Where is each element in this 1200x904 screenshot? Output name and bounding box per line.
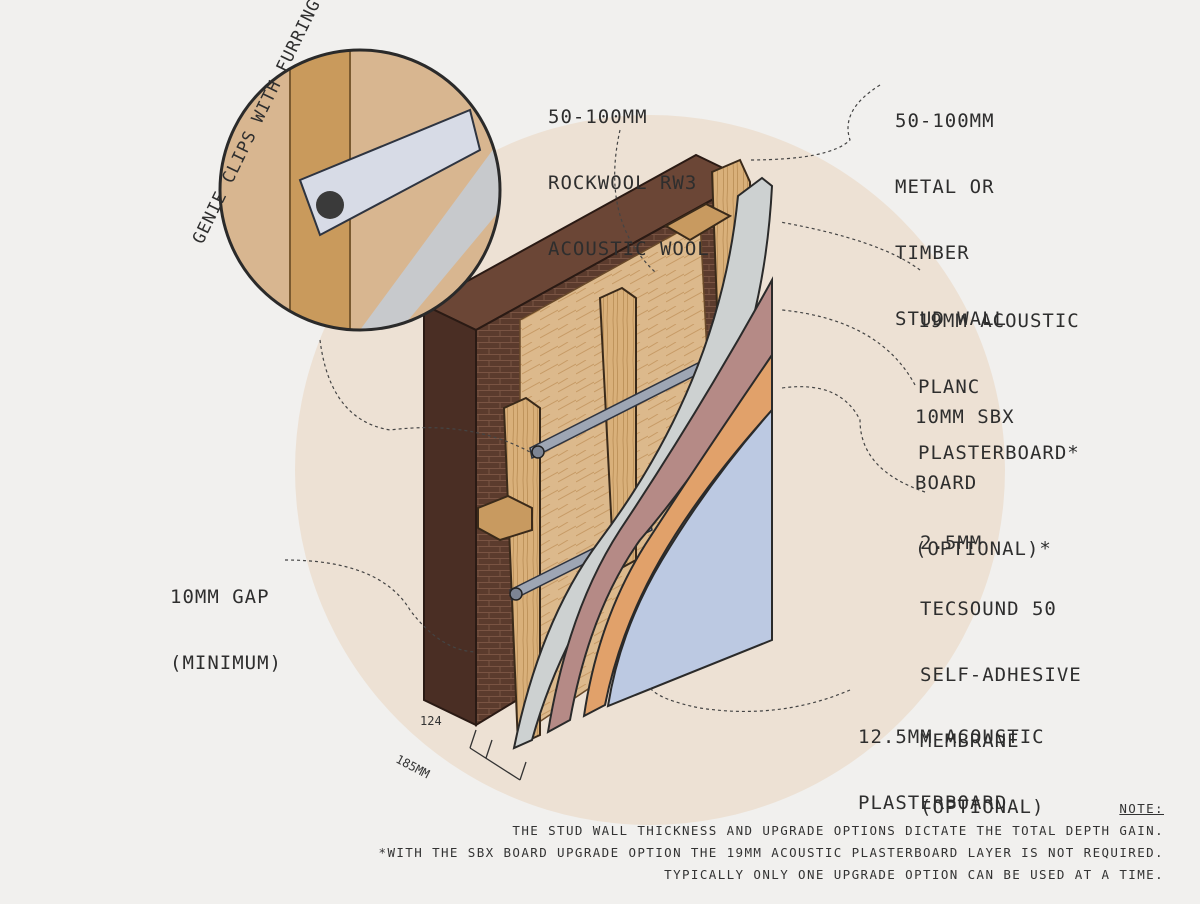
note-line-2: *WITH THE SBX BOARD UPGRADE OPTION THE 1… [378, 845, 1164, 860]
label-sbx-line-2: BOARD [915, 472, 978, 494]
label-rockwool-line-1: 50-100MM [548, 106, 648, 128]
timber-nogging-left [477, 494, 533, 542]
note-line-3: TYPICALLY ONLY ONE UPGRADE OPTION CAN BE… [664, 867, 1164, 882]
layer-tecsound-membrane [582, 351, 773, 718]
label-rockwool: 50-100MM ROCKWOOL RW3 ACOUSTIC WOOL [548, 62, 710, 304]
leader-acoustic-plasterboard [649, 687, 851, 713]
note-title: NOTE: [1119, 801, 1164, 816]
genie-clip-lower [509, 587, 523, 601]
leader-lines [284, 84, 926, 713]
label-planc-line-2: PLANC [918, 376, 981, 398]
label-stud-wall-line-4: STUD WALL [895, 308, 1007, 330]
label-tecsound-line-5: (OPTIONAL) [920, 796, 1045, 818]
label-tecsound-line-1: 2.5MM [920, 532, 983, 554]
genie-clip-detail [220, 50, 500, 330]
note-block: NOTE: THE STUD WALL THICKNESS AND UPGRAD… [379, 798, 1164, 886]
depth-dimension [469, 729, 527, 781]
label-tecsound-line-3: SELF-ADHESIVE [920, 664, 1082, 686]
genie-clip-detail-border [218, 48, 502, 332]
label-sbx: 10MM SBX BOARD (OPTIONAL)* [915, 362, 1052, 604]
timber-stud-left [502, 396, 541, 747]
label-stud-wall-line-3: TIMBER [895, 242, 970, 264]
leader-planc [779, 221, 921, 271]
label-planc: 19MM ACOUSTIC PLANC PLASTERBOARD* [918, 266, 1080, 508]
genie-clip-upper [531, 445, 545, 459]
label-rockwool-line-3: ACOUSTIC WOOL [548, 238, 710, 260]
label-gap: 10MM GAP (MINIMUM) [170, 542, 282, 718]
label-planc-line-1: 19MM ACOUSTIC [918, 310, 1080, 332]
label-acoustic-plasterboard-line-1: 12.5MM ACOUSTIC [858, 726, 1045, 748]
label-acoustic-plasterboard: 12.5MM ACOUSTIC PLASTERBOARD [858, 682, 1045, 858]
leader-stud-wall [747, 84, 881, 161]
dimension-inner: 124 [420, 714, 442, 728]
label-acoustic-plasterboard-line-2: PLASTERBOARD [858, 792, 1008, 814]
leader-rockwool [614, 129, 656, 273]
label-stud-wall-line-1: 50-100MM [895, 110, 995, 132]
label-planc-line-3: PLASTERBOARD* [918, 442, 1080, 464]
layer-blue-plasterboard [606, 407, 773, 708]
label-sbx-line-3: (OPTIONAL)* [915, 538, 1052, 560]
label-gap-line-2: (MINIMUM) [170, 652, 282, 674]
label-rockwool-line-2: ROCKWOOL RW3 [548, 172, 698, 194]
label-tecsound: 2.5MM TECSOUND 50 SELF-ADHESIVE MEMBRANE… [920, 488, 1082, 862]
leader-tecsound [781, 386, 926, 493]
note-line-1: THE STUD WALL THICKNESS AND UPGRADE OPTI… [512, 823, 1164, 838]
label-tecsound-line-4: MEMBRANE [920, 730, 1020, 752]
brick-wall-front-face [423, 303, 477, 727]
timber-nogging-top [663, 202, 733, 242]
label-sbx-line-1: 10MM SBX [915, 406, 1015, 428]
label-gap-line-1: 10MM GAP [170, 586, 270, 608]
label-stud-wall-line-2: METAL OR [895, 176, 995, 198]
label-tecsound-line-2: TECSOUND 50 [920, 598, 1057, 620]
label-stud-wall: 50-100MM METAL OR TIMBER STUD WALL [895, 66, 1007, 374]
leader-sbx [781, 309, 916, 386]
